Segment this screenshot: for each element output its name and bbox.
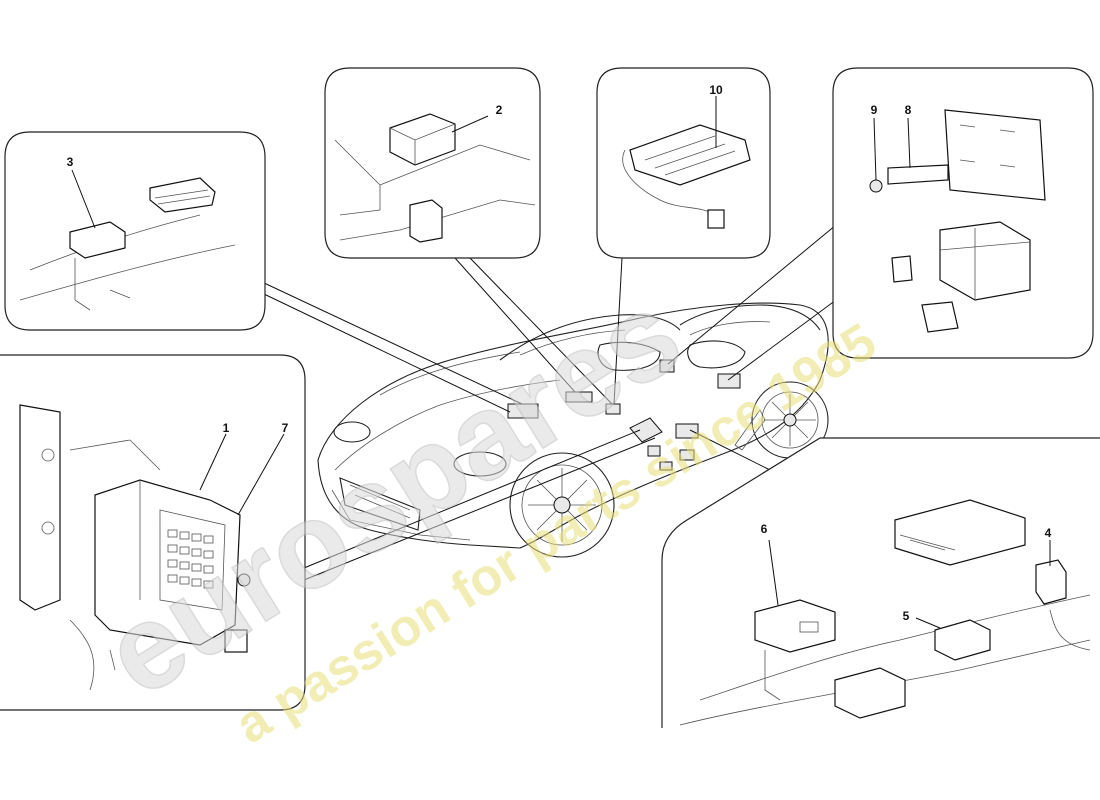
callout-8: 8	[905, 103, 912, 117]
panel-parts-8-9	[832, 67, 1094, 359]
panel-parts-4-5-6	[661, 437, 1100, 728]
fuse-grid	[167, 529, 214, 589]
part-marker-5-on-car	[647, 445, 661, 457]
callout-10: 10	[709, 83, 723, 97]
panel-parts-1-7	[0, 354, 306, 711]
panel-part-10	[596, 67, 771, 259]
callout-1: 1	[223, 421, 230, 435]
panel-connector-lines	[261, 224, 837, 581]
part-marker-2-on-car	[565, 391, 593, 403]
callout-labels: 1 2 3 4 5 6 7 8 9 10	[67, 83, 1052, 623]
callout-9: 9	[871, 103, 878, 117]
part-marker-4-on-car	[679, 449, 695, 461]
callout-6: 6	[761, 522, 768, 536]
part-marker-6-on-car	[675, 423, 699, 439]
part-marker-10-on-car	[605, 403, 621, 415]
callout-4: 4	[1045, 526, 1052, 540]
callout-2: 2	[496, 103, 503, 117]
panel-part-2	[324, 67, 541, 259]
part-marker-9-on-car	[659, 359, 675, 373]
part-marker-1-on-car	[629, 417, 663, 443]
callout-7: 7	[282, 421, 289, 435]
car-illustration	[317, 302, 829, 558]
panel-part-3	[4, 131, 266, 331]
part-marker-8-on-car	[717, 373, 741, 389]
callout-3: 3	[67, 155, 74, 169]
callout-5: 5	[903, 609, 910, 623]
part-marker-7-on-car	[659, 461, 673, 471]
